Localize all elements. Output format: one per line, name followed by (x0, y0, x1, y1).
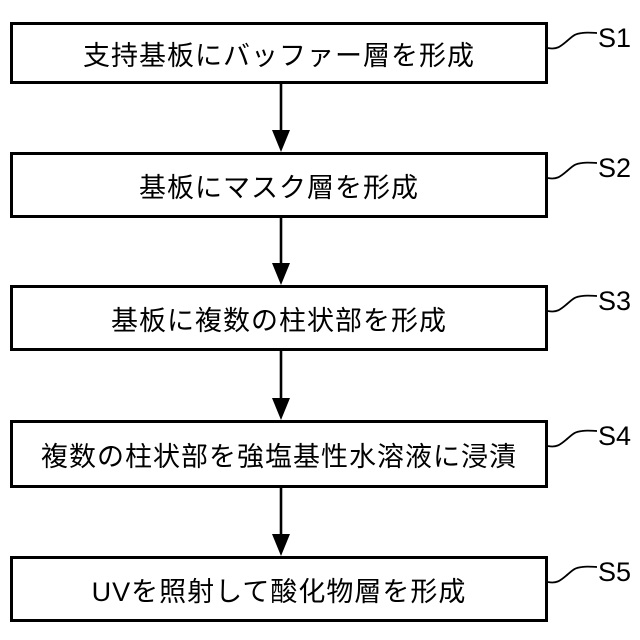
leader-lines (547, 31, 598, 584)
step-label-s1: S1 (598, 23, 632, 53)
leader-line-s5 (547, 565, 598, 584)
step-label-s4: S4 (598, 421, 632, 451)
step-text-s3: 基板に複数の柱状部を形成 (111, 305, 447, 336)
step-text-s5: UVを照射して酸化物層を形成 (91, 576, 467, 607)
step-label-s2: S2 (598, 153, 632, 183)
step-text-s4: 複数の柱状部を強塩基性水溶液に浸漬 (41, 441, 517, 472)
flow-arrow-s3-s4 (272, 351, 290, 420)
flow-arrow-s2-s3 (272, 218, 290, 285)
leader-line-s3 (547, 294, 598, 313)
step-box-s1: 支持基板にバッファー層を形成 (10, 22, 548, 84)
flow-arrow-s1-s2 (272, 84, 290, 152)
step-box-s4: 複数の柱状部を強塩基性水溶液に浸漬 (10, 420, 548, 488)
flow-arrow-s4-s5 (272, 488, 290, 556)
step-box-s3: 基板に複数の柱状部を形成 (10, 285, 548, 351)
step-text-s2: 基板にマスク層を形成 (139, 172, 419, 203)
step-box-s5: UVを照射して酸化物層を形成 (10, 556, 548, 622)
step-label-s5: S5 (598, 557, 632, 587)
step-label-s3: S3 (598, 286, 632, 316)
step-box-s2: 基板にマスク層を形成 (10, 152, 548, 218)
step-text-s1: 支持基板にバッファー層を形成 (83, 40, 475, 71)
leader-line-s4 (547, 429, 598, 448)
leader-line-s1 (547, 31, 598, 50)
leader-line-s2 (547, 161, 598, 180)
